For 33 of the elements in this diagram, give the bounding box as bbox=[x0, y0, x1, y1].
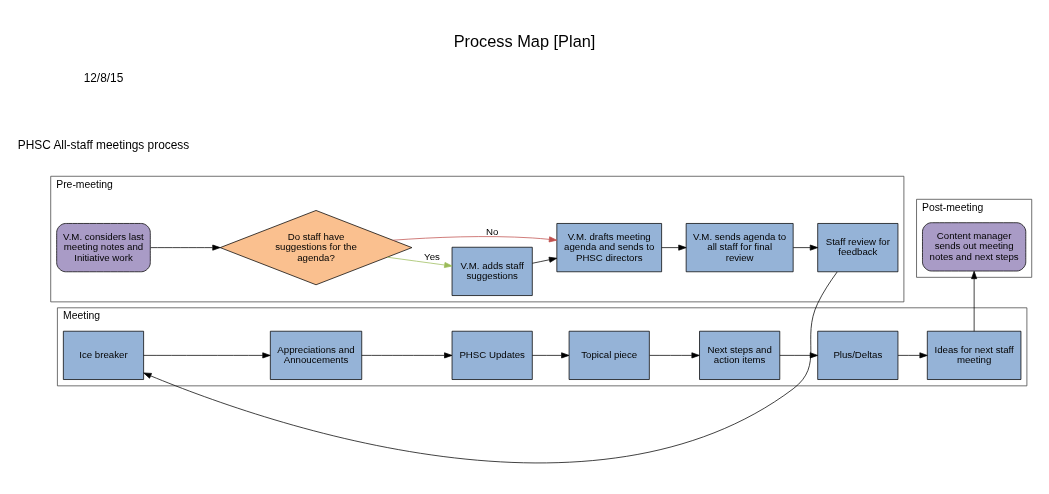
arrow bbox=[361, 352, 453, 359]
arrow bbox=[971, 270, 978, 332]
arrow bbox=[897, 352, 928, 359]
node-box: Topical piece bbox=[568, 330, 650, 380]
edge-label: No bbox=[485, 225, 499, 237]
node-box: V.M. drafts meeting agenda and sends to PHSC directors bbox=[556, 223, 662, 273]
node-box: Next steps and action items bbox=[699, 330, 781, 380]
node-box: Content manager sends out meeting notes and next steps bbox=[922, 222, 1027, 272]
edge-label: Yes bbox=[424, 250, 440, 262]
arrow bbox=[661, 244, 687, 251]
arrow bbox=[386, 256, 453, 268]
label: 12/8/15 bbox=[83, 70, 124, 85]
arrow bbox=[792, 244, 819, 251]
arrow bbox=[150, 244, 221, 251]
node-box: Ice breaker bbox=[63, 330, 144, 380]
node-box: Plus/Deltas bbox=[817, 330, 899, 380]
arrow bbox=[649, 352, 700, 359]
node-box: V.M. adds staff suggestions bbox=[451, 246, 533, 296]
node-box: Appreciations and Annoucements bbox=[269, 330, 363, 380]
node-box: V.M. considers last meeting notes and Initiative work bbox=[56, 223, 151, 273]
arrow bbox=[143, 271, 838, 463]
node-box: Ideas for next staff meeting bbox=[926, 330, 1022, 380]
arrow bbox=[392, 236, 558, 243]
arrow bbox=[532, 256, 558, 264]
node-box: Staff review for feedback bbox=[817, 223, 899, 273]
node-diamond: Do staff have suggestions for the agenda? bbox=[219, 210, 413, 286]
node-box: V.M. sends agenda to all staff for final review bbox=[685, 223, 794, 273]
diagram-title: Process Map [Plan] bbox=[453, 32, 596, 51]
label: PHSC All-staff meetings process bbox=[17, 137, 190, 152]
arrow bbox=[779, 352, 818, 359]
arrow bbox=[143, 352, 271, 359]
node-box: PHSC Updates bbox=[451, 330, 533, 380]
arrow bbox=[532, 352, 570, 359]
